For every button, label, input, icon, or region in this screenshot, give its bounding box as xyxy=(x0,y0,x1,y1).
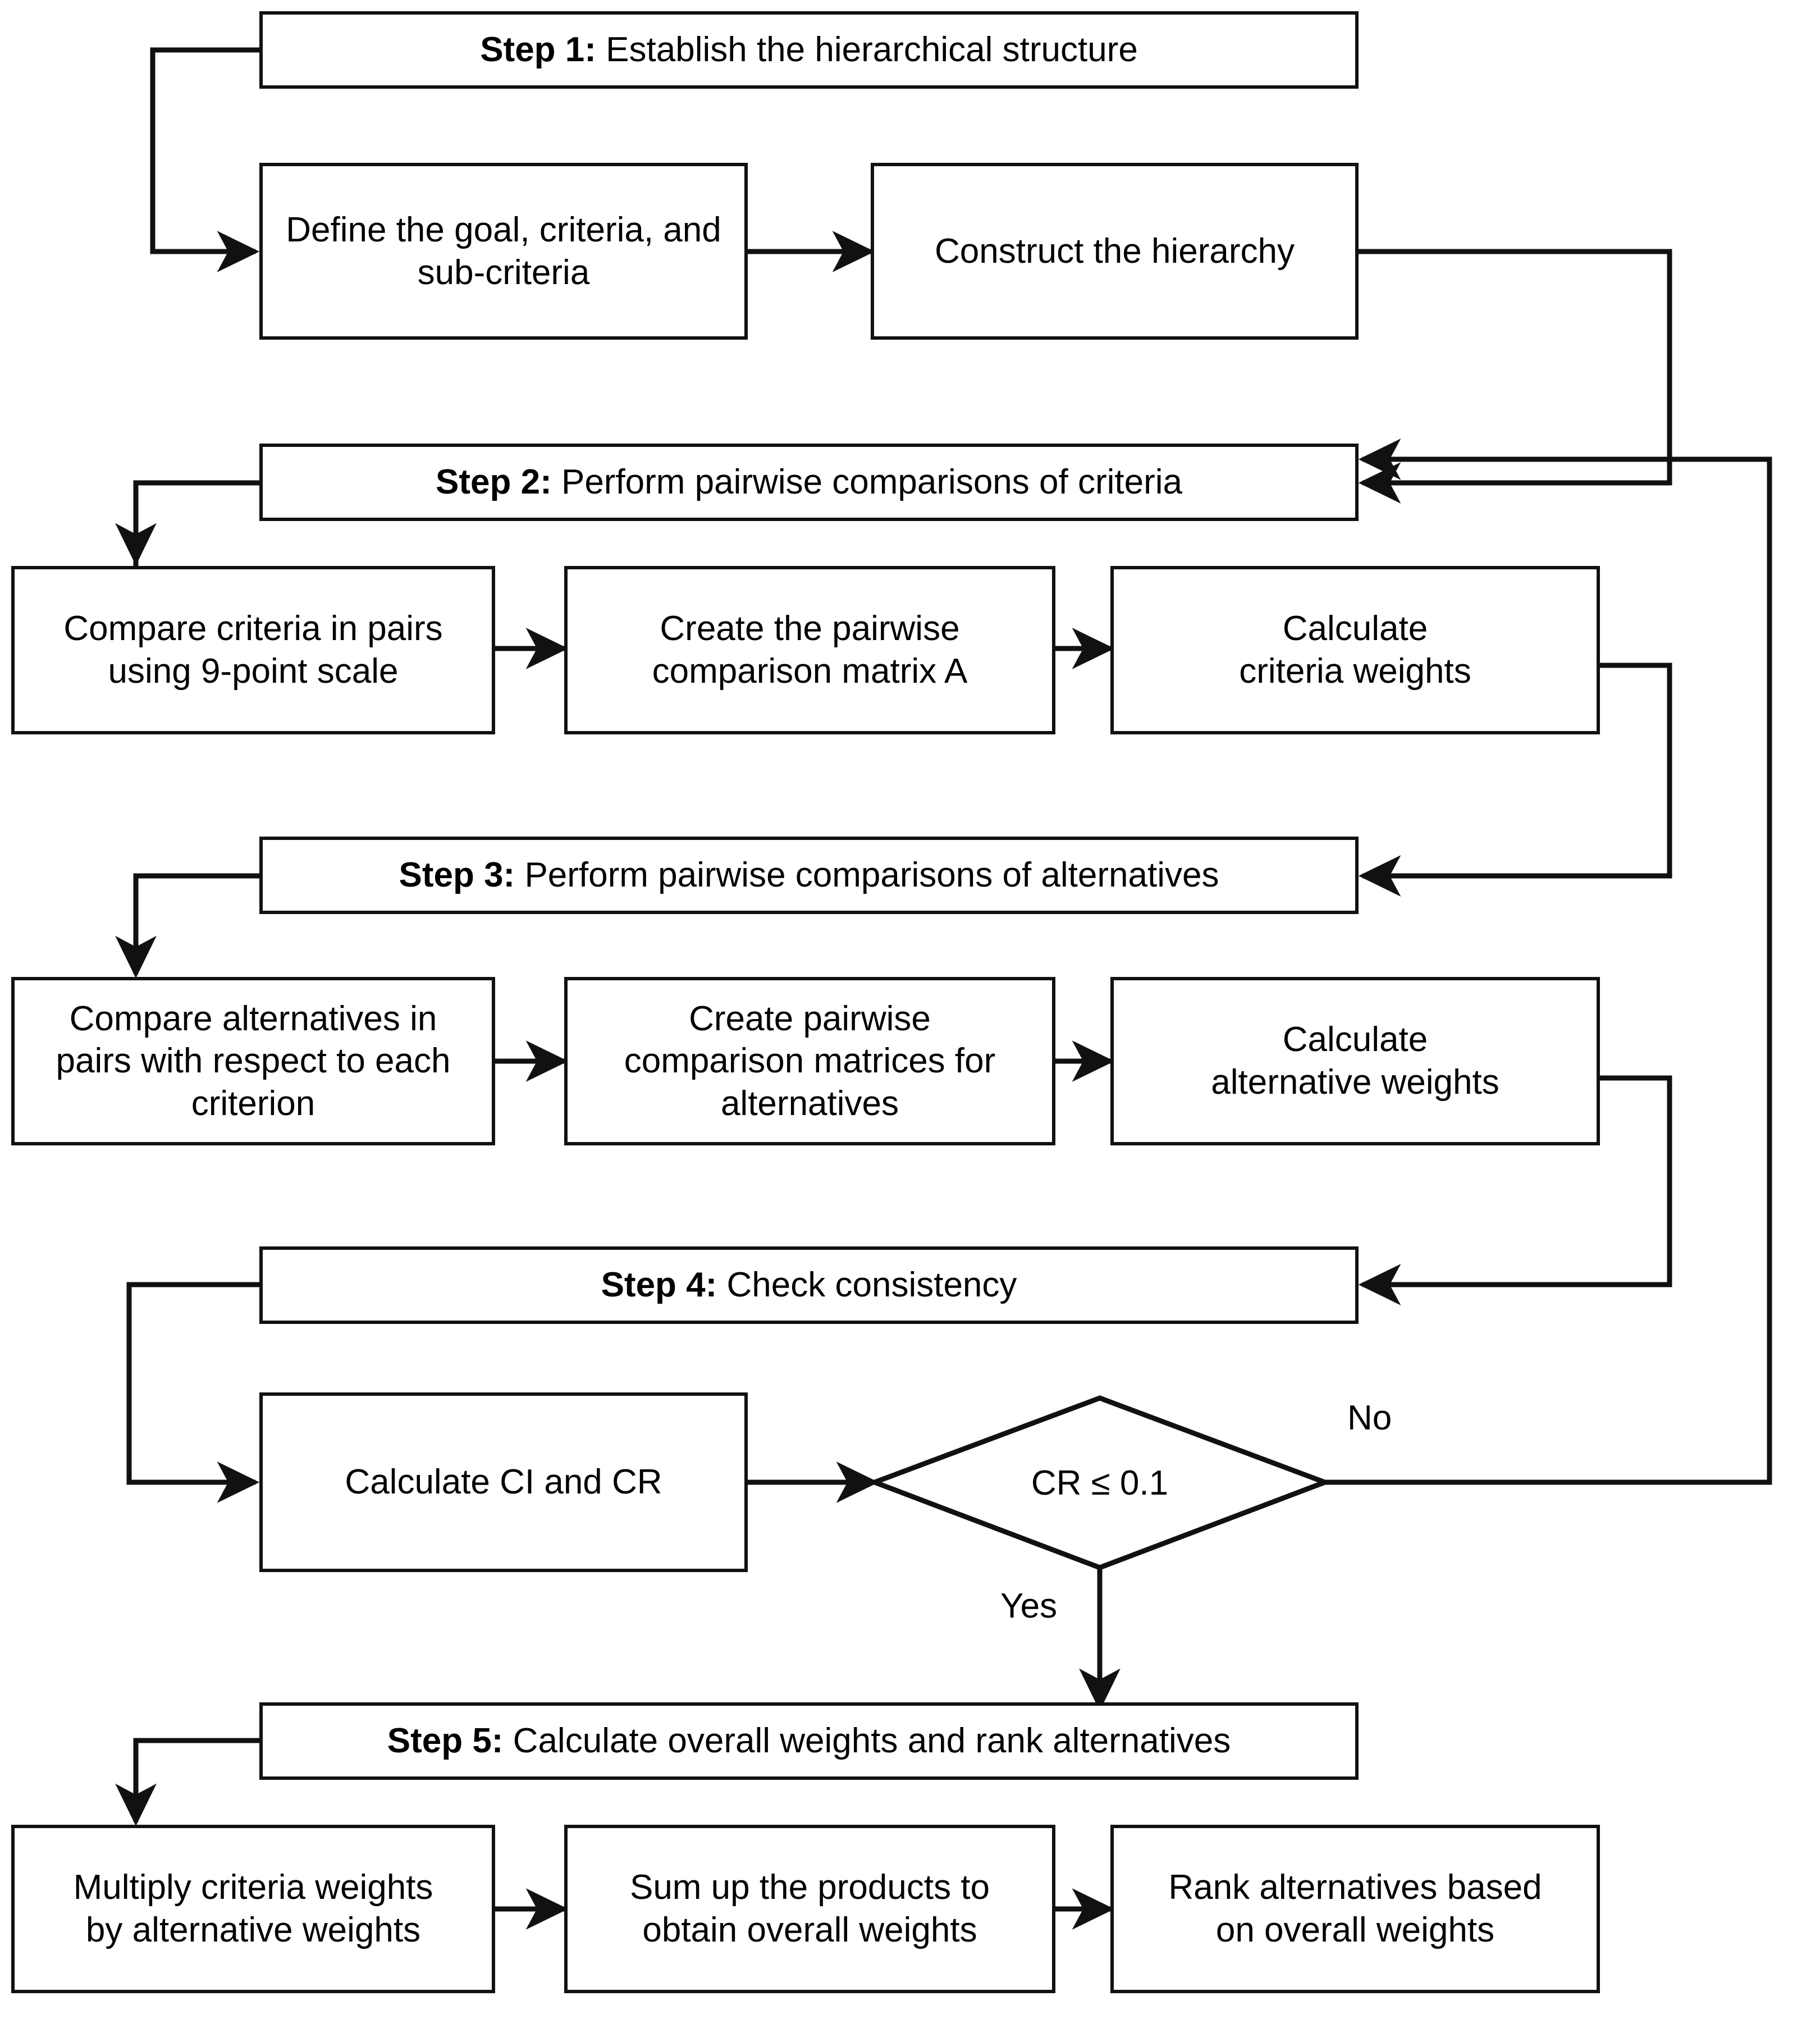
edge-step5-to-multiply-weights xyxy=(115,1738,259,1826)
step3-header-text: Perform pairwise comparisons of alternat… xyxy=(515,856,1219,895)
box-sum-products: Sum up the products to obtain overall we… xyxy=(564,1825,1055,1993)
edge-decision-no-to-step2 xyxy=(1325,439,1772,1485)
box-rank-alternatives: Rank alternatives based on overall weigh… xyxy=(1110,1825,1600,1993)
step4-header-prefix: Step 4: xyxy=(601,1266,717,1305)
step1-header: Step 1: Establish the hierarchical struc… xyxy=(259,11,1359,89)
edge-step1-to-define-goal xyxy=(150,47,260,272)
box-create-alternative-matrices: Create pairwise comparison matrices for … xyxy=(564,977,1055,1145)
box-define-goal: Define the goal, criteria, and sub-crite… xyxy=(259,163,748,340)
edge-alt-weights-to-step4 xyxy=(1358,1075,1672,1305)
branch-label-yes: Yes xyxy=(1000,1587,1058,1625)
edge-criteria-weights-to-step3 xyxy=(1358,663,1672,897)
edge-step2-rail xyxy=(133,480,259,566)
step4-header-text: Check consistency xyxy=(717,1266,1017,1305)
branch-label-no: No xyxy=(1347,1399,1392,1437)
edge-step3-to-compare-alternatives xyxy=(115,873,259,979)
box-compare-alternatives: Compare alternatives in pairs with respe… xyxy=(11,977,495,1145)
step2-header-prefix: Step 2: xyxy=(436,463,552,502)
step2-header-text: Perform pairwise comparisons of criteria xyxy=(551,463,1182,502)
step5-header-text: Calculate overall weights and rank alter… xyxy=(503,1721,1231,1761)
edge-construct-hierarchy-to-step2 xyxy=(1358,249,1672,504)
step1-header-prefix: Step 1: xyxy=(480,30,596,70)
decision-label-cr-check: CR ≤ 0.1 xyxy=(1031,1463,1169,1502)
step2-header: Step 2: Perform pairwise comparisons of … xyxy=(259,444,1359,521)
edge-step4-to-calc-ci-cr xyxy=(126,1282,260,1503)
box-calculate-ci-cr: Calculate CI and CR xyxy=(259,1392,748,1572)
box-construct-hierarchy: Construct the hierarchy xyxy=(871,163,1359,340)
decision-diamond-cr-check xyxy=(867,1395,1332,1570)
step3-header: Step 3: Perform pairwise comparisons of … xyxy=(259,837,1359,914)
step3-header-prefix: Step 3: xyxy=(399,856,515,895)
step5-header-prefix: Step 5: xyxy=(387,1721,504,1761)
box-calculate-criteria-weights: Calculate criteria weights xyxy=(1110,566,1600,734)
step5-header: Step 5: Calculate overall weights and ra… xyxy=(259,1702,1359,1780)
box-calculate-alternative-weights: Calculate alternative weights xyxy=(1110,977,1600,1145)
box-compare-criteria: Compare criteria in pairs using 9-point … xyxy=(11,566,495,734)
box-create-matrix-a: Create the pairwise comparison matrix A xyxy=(564,566,1055,734)
step4-header: Step 4: Check consistency xyxy=(259,1246,1359,1324)
step1-header-text: Establish the hierarchical structure xyxy=(596,30,1138,70)
box-multiply-weights: Multiply criteria weights by alternative… xyxy=(11,1825,495,1993)
